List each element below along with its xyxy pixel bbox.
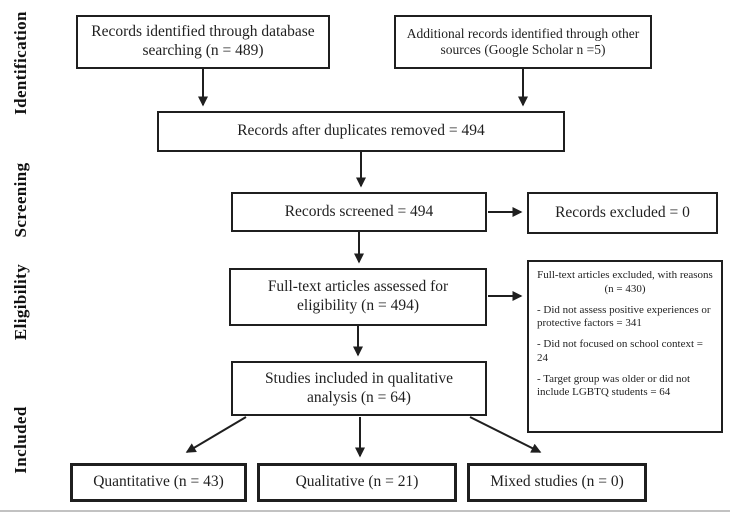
fulltext-excluded-title: Full-text articles excluded, with reason…: [537, 269, 713, 295]
exclusion-reason-2: - Did not focused on school context = 24: [537, 338, 703, 364]
box-duplicates-removed: Records after duplicates removed = 494: [157, 111, 565, 152]
stage-label-screening: Screening: [11, 162, 30, 238]
box-fulltext-excluded-reasons: Full-text articles excluded, with reason…: [527, 260, 723, 433]
stage-label-identification: Identification: [11, 11, 30, 115]
exclusion-reason-3: - Target group was older or did not incl…: [537, 372, 691, 399]
stage-label-included: Included: [11, 406, 30, 474]
box-records-screened: Records screened = 494: [231, 192, 487, 232]
stage-label-eligibility: Eligibility: [11, 263, 30, 341]
box-records-other-sources: Additional records identified through ot…: [394, 15, 652, 69]
box-records-database-search: Records identified through database sear…: [76, 15, 330, 69]
exclusion-reason-1: - Did not assess positive experiences or…: [537, 303, 711, 330]
box-quantitative: Quantitative (n = 43): [70, 463, 247, 502]
figure-bottom-border: [0, 510, 730, 512]
box-qualitative: Qualitative (n = 21): [257, 463, 457, 502]
box-fulltext-assessed: Full-text articles assessed for eligibil…: [229, 268, 487, 326]
arrow-qualanalysis-to-quantitative: [185, 416, 247, 453]
box-qualitative-analysis: Studies included in qualitative analysis…: [231, 361, 487, 416]
box-mixed-studies: Mixed studies (n = 0): [467, 463, 647, 502]
box-records-excluded: Records excluded = 0: [527, 192, 718, 234]
